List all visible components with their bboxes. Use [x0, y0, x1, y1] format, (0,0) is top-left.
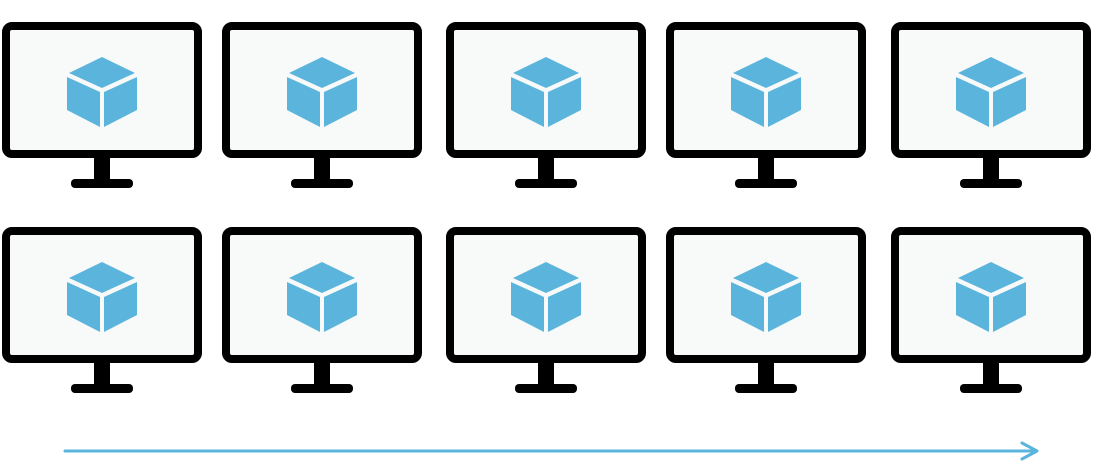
cube-right-face — [548, 282, 581, 332]
cube-left-face — [287, 282, 320, 332]
cube-left-face — [511, 77, 544, 127]
cube-icon — [956, 262, 1026, 332]
cube-top-face — [513, 262, 579, 293]
monitor-neck — [314, 363, 330, 385]
monitor-screen — [666, 227, 866, 363]
monitor-icon — [2, 227, 202, 393]
cube-top-face — [289, 262, 355, 293]
cube-right-face — [324, 77, 357, 127]
monitor-base — [515, 179, 577, 188]
monitor-screen — [2, 22, 202, 158]
cube-left-face — [287, 77, 320, 127]
monitor-icon — [891, 227, 1091, 393]
cube-icon — [956, 57, 1026, 127]
cube-top-face — [69, 262, 135, 293]
monitor-1 — [2, 22, 202, 192]
monitor-neck — [983, 363, 999, 385]
monitor-3 — [446, 22, 646, 192]
monitor-neck — [94, 158, 110, 180]
monitor-screen — [446, 22, 646, 158]
monitor-icon — [222, 22, 422, 188]
cube-top-face — [289, 57, 355, 88]
cube-top-face — [958, 262, 1024, 293]
monitor-neck — [983, 158, 999, 180]
monitor-base — [291, 179, 353, 188]
cube-top-face — [69, 57, 135, 88]
monitor-screen — [222, 227, 422, 363]
cube-icon — [67, 57, 137, 127]
monitor-screen — [891, 227, 1091, 363]
monitor-base — [960, 179, 1022, 188]
cube-left-face — [956, 77, 989, 127]
monitor-icon — [2, 22, 202, 188]
cube-right-face — [768, 282, 801, 332]
cube-right-face — [104, 282, 137, 332]
cube-right-face — [993, 77, 1026, 127]
cube-top-face — [733, 262, 799, 293]
monitor-neck — [758, 158, 774, 180]
monitor-icon — [446, 227, 646, 393]
monitor-10 — [891, 227, 1091, 397]
monitor-screen — [666, 22, 866, 158]
monitor-4 — [666, 22, 866, 192]
monitor-icon — [891, 22, 1091, 188]
cube-icon — [287, 57, 357, 127]
monitor-base — [735, 384, 797, 393]
monitor-icon — [666, 22, 866, 188]
monitor-neck — [94, 363, 110, 385]
cube-top-face — [958, 57, 1024, 88]
monitor-8 — [446, 227, 646, 397]
monitor-neck — [758, 363, 774, 385]
cube-left-face — [731, 77, 764, 127]
cube-right-face — [324, 282, 357, 332]
cube-left-face — [956, 282, 989, 332]
cube-icon — [731, 57, 801, 127]
cube-icon — [511, 262, 581, 332]
cube-right-face — [993, 282, 1026, 332]
monitor-5 — [891, 22, 1091, 192]
monitor-icon — [446, 22, 646, 188]
monitor-base — [735, 179, 797, 188]
cube-left-face — [511, 282, 544, 332]
cube-icon — [511, 57, 581, 127]
cube-icon — [731, 262, 801, 332]
cube-right-face — [104, 77, 137, 127]
monitor-base — [291, 384, 353, 393]
monitor-base — [71, 179, 133, 188]
monitor-2 — [222, 22, 422, 192]
monitor-9 — [666, 227, 866, 397]
monitor-base — [515, 384, 577, 393]
cube-right-face — [548, 77, 581, 127]
monitor-neck — [538, 363, 554, 385]
cube-icon — [287, 262, 357, 332]
monitor-screen — [222, 22, 422, 158]
cube-left-face — [67, 282, 100, 332]
cube-left-face — [67, 77, 100, 127]
cube-top-face — [733, 57, 799, 88]
monitor-neck — [538, 158, 554, 180]
monitor-neck — [314, 158, 330, 180]
monitor-6 — [2, 227, 202, 397]
monitor-icon — [666, 227, 866, 393]
arrow-head-icon — [1020, 441, 1039, 461]
monitor-7 — [222, 227, 422, 397]
cube-left-face — [731, 282, 764, 332]
monitor-screen — [2, 227, 202, 363]
cube-right-face — [768, 77, 801, 127]
monitor-base — [71, 384, 133, 393]
monitor-icon — [222, 227, 422, 393]
monitor-screen — [891, 22, 1091, 158]
cube-top-face — [513, 57, 579, 88]
cube-icon — [67, 262, 137, 332]
monitor-screen — [446, 227, 646, 363]
monitor-base — [960, 384, 1022, 393]
